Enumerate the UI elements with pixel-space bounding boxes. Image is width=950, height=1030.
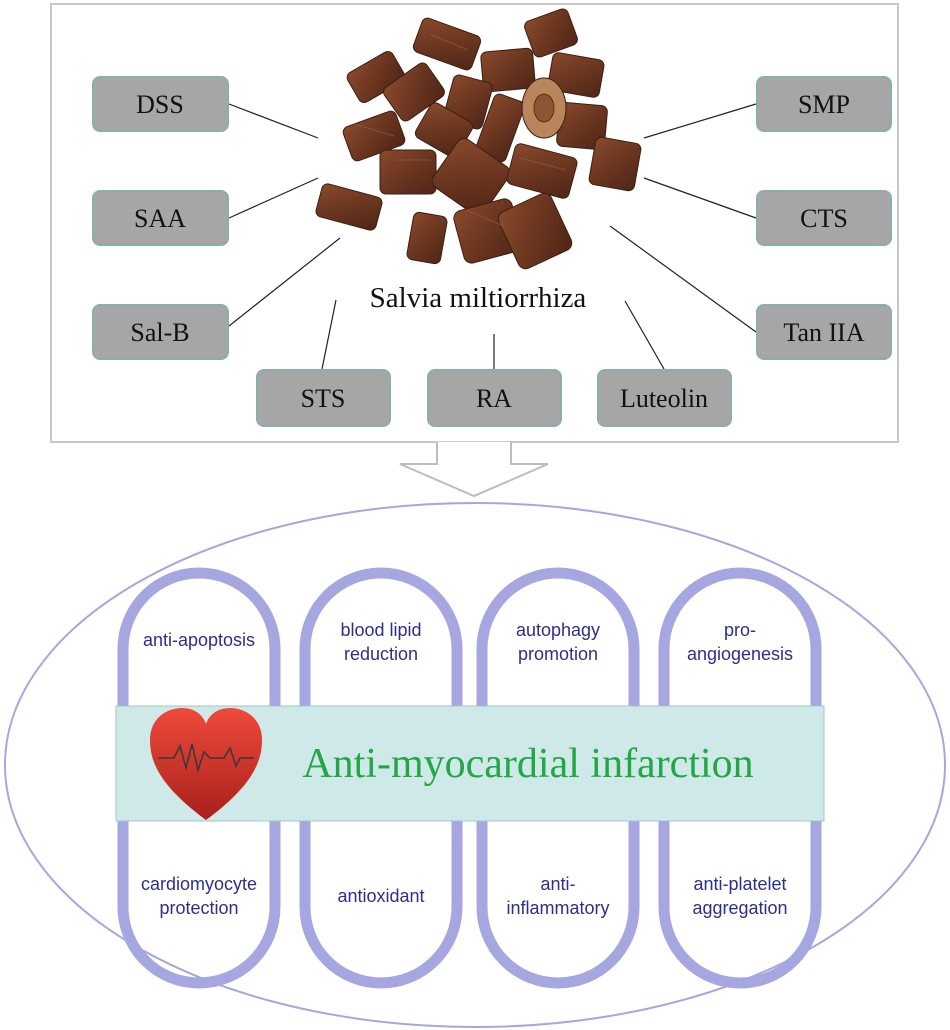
effect-label-7: anti-inflammatory xyxy=(506,874,609,918)
compound-label-ra: RA xyxy=(476,384,512,413)
compound-box-tan-iia: Tan IIA xyxy=(756,304,892,360)
down-arrow xyxy=(399,442,549,498)
plant-title: Salvia miltiorrhiza xyxy=(370,282,587,314)
compound-box-cts: CTS xyxy=(756,190,892,246)
heart-icon xyxy=(150,708,262,820)
compound-label-dss: DSS xyxy=(136,90,184,119)
effect-label-4: pro-angiogenesis xyxy=(687,620,793,664)
compound-box-luteolin: Luteolin xyxy=(597,369,732,427)
salvia-root-image xyxy=(315,8,642,270)
compound-label-saa: SAA xyxy=(134,204,186,233)
compound-box-smp: SMP xyxy=(756,76,892,132)
effect-label-6: antioxidant xyxy=(337,886,424,906)
compound-box-sal-b: Sal-B xyxy=(92,304,229,360)
effect-label-1: anti-apoptosis xyxy=(143,630,255,650)
compound-box-ra: RA xyxy=(427,369,562,427)
compound-label-sal-b: Sal-B xyxy=(130,318,189,347)
compound-label-tan-iia: Tan IIA xyxy=(783,318,864,347)
compound-box-dss: DSS xyxy=(92,76,229,132)
compound-label-cts: CTS xyxy=(800,204,848,233)
compound-label-sts: STS xyxy=(301,384,346,413)
banner-text: Anti-myocardial infarction xyxy=(302,741,753,787)
compound-label-luteolin: Luteolin xyxy=(620,384,708,413)
compound-box-saa: SAA xyxy=(92,190,229,246)
compound-label-smp: SMP xyxy=(798,90,850,119)
compound-connectors xyxy=(228,103,757,370)
compound-box-sts: STS xyxy=(256,369,391,427)
